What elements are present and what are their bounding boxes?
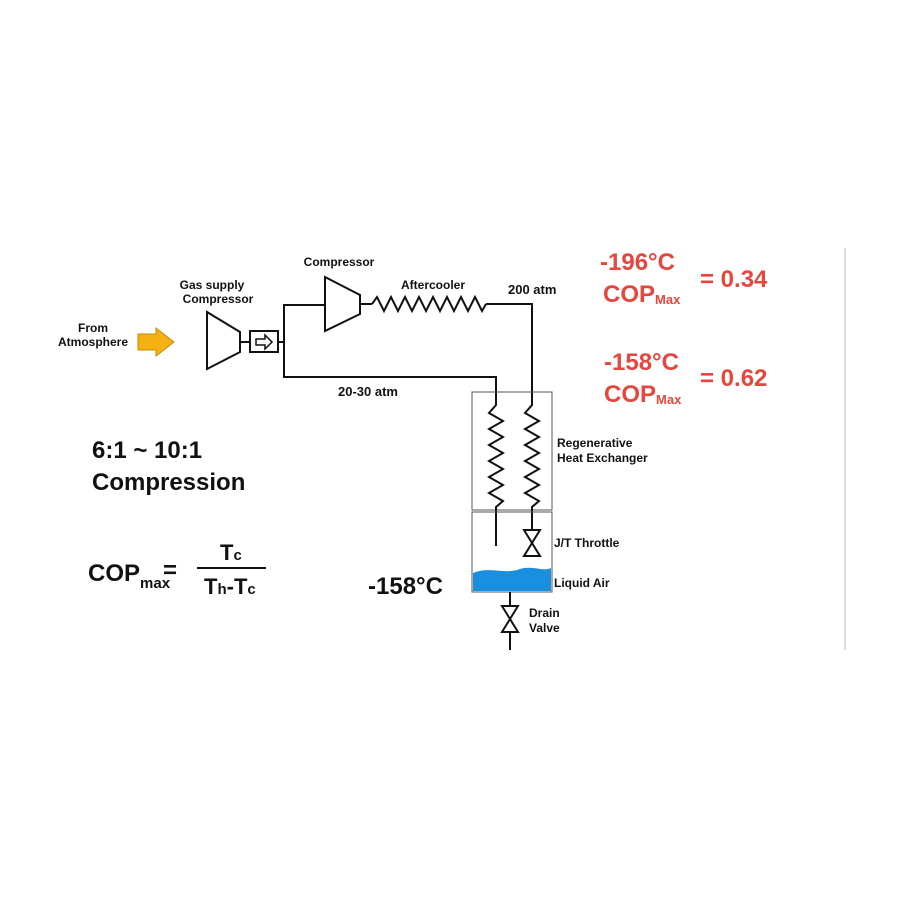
- formula-den-sub-2: c: [247, 581, 255, 598]
- aftercooler-label: Aftercooler: [401, 278, 465, 292]
- formula-lhs-sub: max: [140, 575, 171, 592]
- gas-supply-label-2: Compressor: [183, 292, 254, 306]
- formula-lhs: COPmax: [88, 560, 171, 592]
- aftercooler-coil: [371, 294, 487, 314]
- formula-lhs-main: COP: [88, 560, 140, 587]
- heat-exchanger-label-1: Regenerative: [557, 436, 633, 450]
- filter-arrow-icon: [255, 333, 274, 351]
- drain-label-2: Valve: [529, 621, 560, 635]
- result-1-cop-main: COP: [603, 281, 655, 308]
- formula-den-sub-1: h: [217, 581, 226, 598]
- heat-exchanger-box: [471, 391, 553, 511]
- tank-temperature-label: -158°C: [368, 573, 443, 600]
- formula-denominator: Th-Tc: [204, 574, 256, 599]
- pressure-high-label: 200 atm: [508, 282, 556, 297]
- jt-throttle-label: J/T Throttle: [554, 536, 620, 550]
- heat-exchanger-coil-return: [486, 398, 506, 546]
- result-2-value: = 0.62: [700, 365, 767, 392]
- result-2-cop-sub: Max: [656, 392, 682, 407]
- formula-num-sub: c: [233, 547, 241, 564]
- heat-exchanger-coil-supply: [522, 398, 542, 530]
- compression-ratio: 6:1 ~ 10:1: [92, 437, 202, 464]
- result-2-cop-main: COP: [604, 381, 656, 408]
- separator-tank-box: [471, 511, 553, 593]
- jt-throttle-valve-bottom: [522, 541, 542, 557]
- jt-throttle-valve-top: [522, 529, 542, 545]
- formula-equals: =: [163, 557, 177, 584]
- result-1-value: = 0.34: [700, 266, 768, 293]
- pipe-high-pressure: [486, 303, 533, 398]
- pipe-to-compressor: [278, 304, 325, 343]
- drain-valve-bottom: [500, 617, 520, 633]
- compressor-icon: [324, 275, 361, 333]
- result-2-temp: -158°C: [604, 349, 679, 376]
- liquid-air-fill: [473, 567, 551, 591]
- formula-numerator: Tc: [220, 540, 242, 565]
- from-atmosphere-label-2: Atmosphere: [58, 335, 128, 349]
- formula-den-mid: -T: [227, 574, 248, 599]
- formula-num-main: T: [220, 540, 234, 565]
- drain-label-1: Drain: [529, 606, 560, 620]
- inlet-arrow-icon: [137, 326, 175, 358]
- heat-exchanger-label-2: Heat Exchanger: [557, 451, 648, 465]
- gas-supply-label-1: Gas supply: [180, 278, 245, 292]
- result-1-cop: COPMax: [603, 281, 681, 308]
- from-atmosphere-label-1: From: [78, 321, 108, 335]
- compressor-label: Compressor: [304, 255, 375, 269]
- drain-valve-top: [500, 605, 520, 621]
- compression-word: Compression: [92, 469, 245, 496]
- pressure-low-label: 20-30 atm: [338, 384, 398, 399]
- pipe-low-pressure-return: [283, 342, 497, 398]
- liquid-air-label: Liquid Air: [554, 576, 610, 590]
- result-1-temp: -196°C: [600, 249, 675, 276]
- gas-supply-compressor-icon: [206, 310, 241, 371]
- formula-den-main-1: T: [204, 574, 218, 599]
- result-1-cop-sub: Max: [655, 292, 681, 307]
- result-2-cop: COPMax: [604, 381, 682, 408]
- filter-box: [249, 330, 279, 353]
